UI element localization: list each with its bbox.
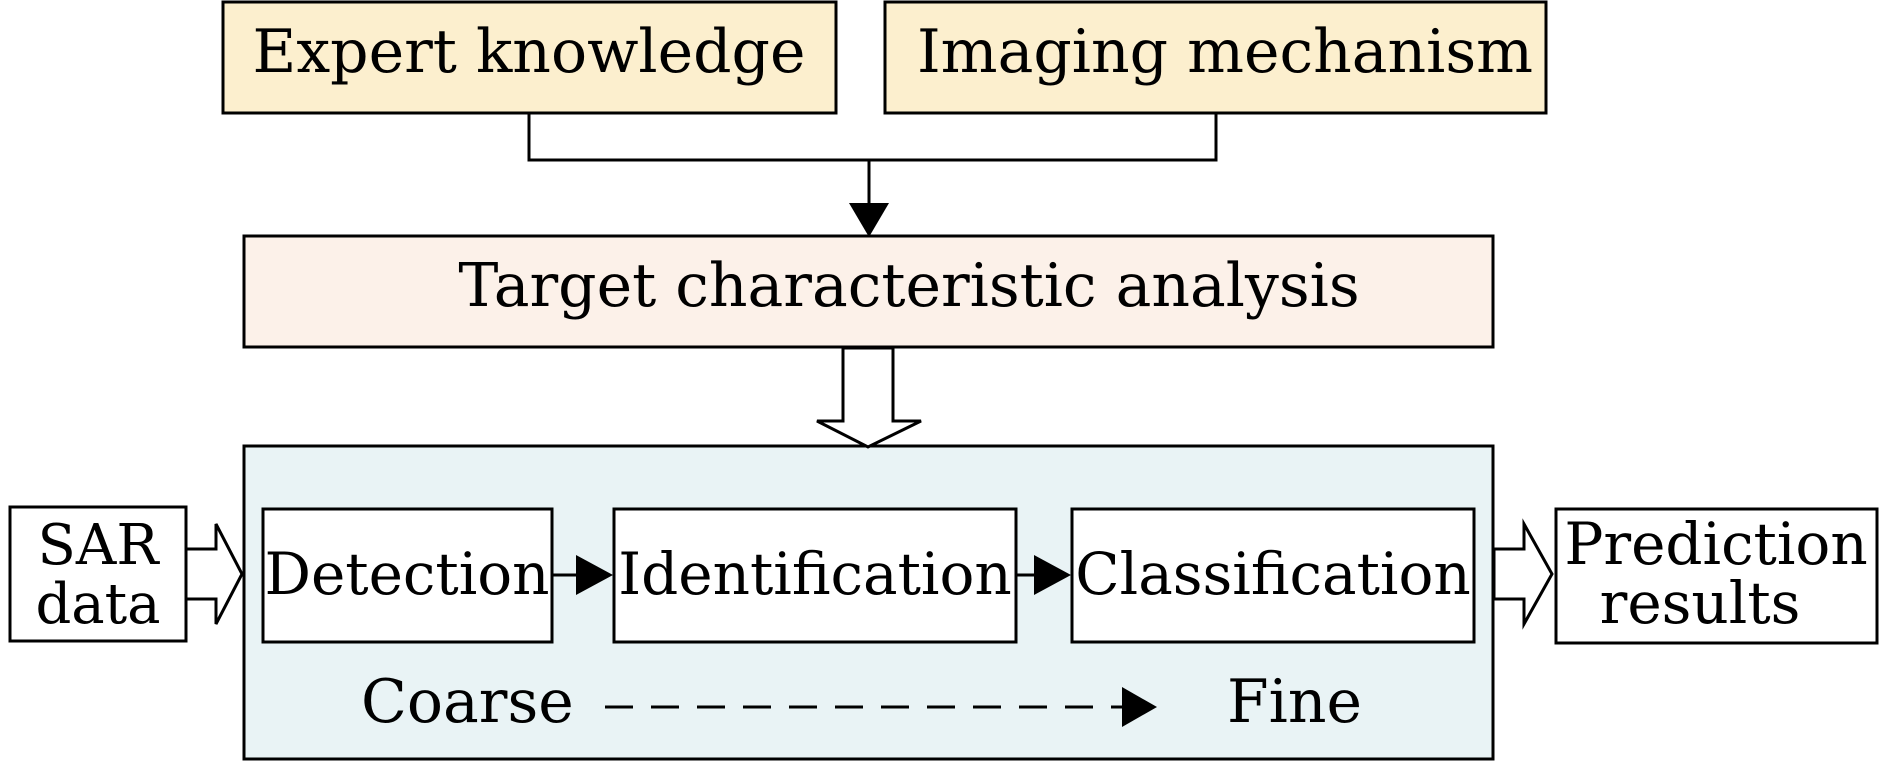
sar-input-arrow (184, 523, 244, 625)
prediction-results-box (1554, 507, 1879, 645)
identification-to-classification-arrowhead (1034, 555, 1071, 595)
identification-label: Identification (618, 540, 1011, 608)
fine-label: Fine (1227, 667, 1362, 737)
hollow-down-arrow (816, 346, 922, 449)
classification-label: Classification (1075, 540, 1470, 608)
imaging-mechanism-label: Imaging mechanism (917, 17, 1533, 87)
detection-to-identification-arrowhead (576, 555, 613, 595)
prediction-results-label-line1: Prediction (1564, 510, 1867, 578)
classification-box (1070, 507, 1476, 644)
target-analysis-label: Target characteristic analysis (458, 251, 1359, 321)
sar-data-label-line2: data (35, 572, 160, 637)
merge-arrowhead (849, 203, 889, 237)
coarse-label: Coarse (361, 667, 574, 737)
expert-knowledge-label: Expert knowledge (253, 17, 806, 87)
detection-label: Detection (264, 540, 549, 608)
prediction-output-arrow (1492, 518, 1554, 630)
coarse-to-fine-arrowhead (1122, 687, 1157, 727)
detection-box (261, 507, 554, 644)
expert-knowledge-box (221, 0, 838, 115)
prediction-results-label-line2: results (1600, 569, 1801, 637)
sar-data-label-line1: SAR (38, 513, 161, 578)
merge-connector (527, 113, 1218, 162)
imaging-mechanism-box (883, 0, 1548, 115)
identification-box (612, 507, 1018, 644)
